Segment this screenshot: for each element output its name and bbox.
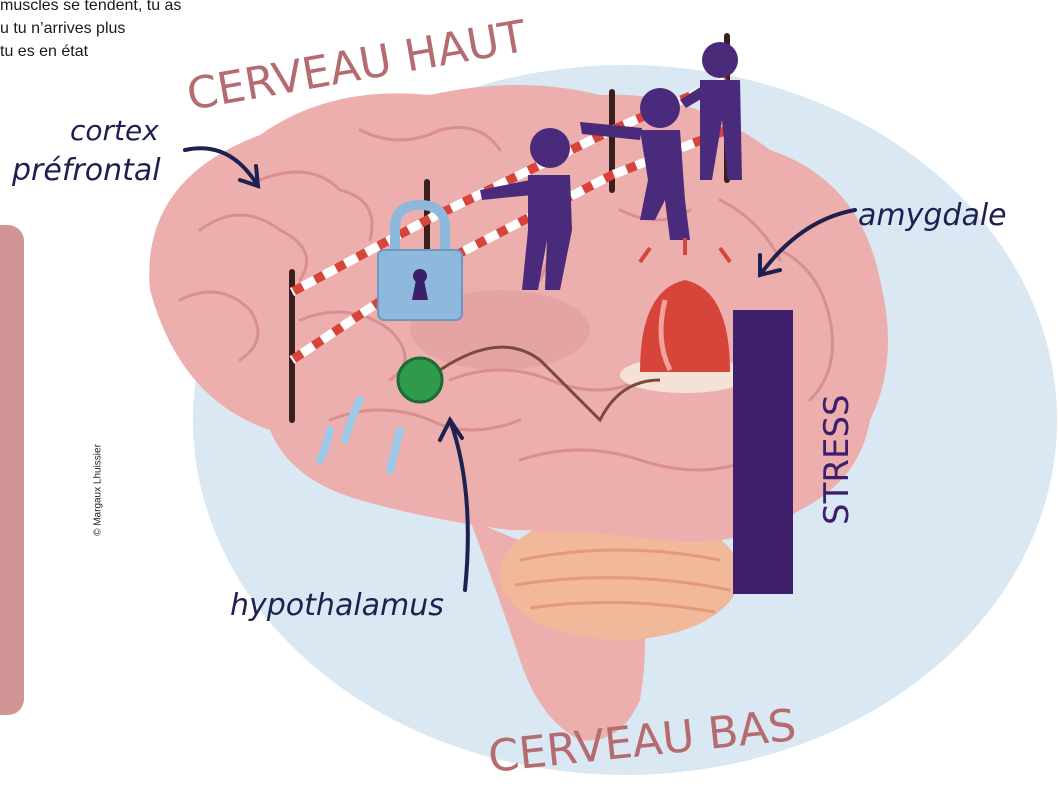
label-amygdale: amygdale [858, 198, 1007, 233]
label-stress: STRESS [817, 394, 857, 525]
stress-bar [733, 310, 793, 594]
label-cortex-line2: préfrontal [11, 153, 161, 188]
label-cortex-line1: cortex [70, 114, 159, 147]
label-hypothalamus: hypothalamus [230, 588, 444, 623]
